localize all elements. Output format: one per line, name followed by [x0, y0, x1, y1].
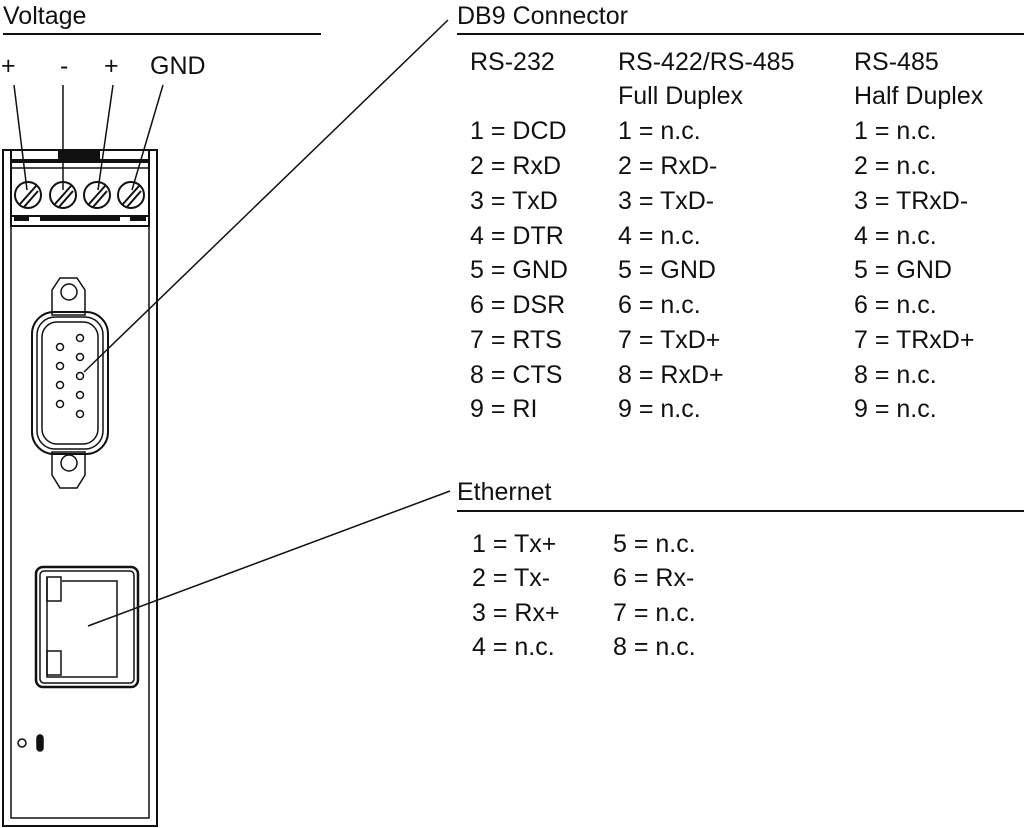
pin-row: 2 = Tx- [472, 564, 551, 592]
terminal-label-gnd: GND [150, 52, 206, 80]
column-header: RS-232 [470, 48, 555, 76]
pin-row: 4 = n.c. [472, 633, 555, 661]
column-subheader: Full Duplex [618, 82, 744, 110]
pin-row: 7 = n.c. [613, 599, 696, 627]
column-header: RS-422/RS-485 [618, 48, 795, 76]
terminal-screw-1 [14, 181, 42, 209]
pin-row: 2 = RxD- [618, 152, 718, 180]
pin-row: 4 = DTR [470, 222, 564, 250]
db9-connector [31, 277, 109, 489]
pin-row: 5 = GND [618, 256, 716, 284]
device-housing [2, 149, 158, 827]
pin-row: 7 = TxD+ [618, 326, 721, 354]
pin-row: 3 = TxD [470, 187, 558, 215]
pin-row: 5 = n.c. [613, 530, 696, 558]
db9-divider [457, 33, 1024, 35]
pin-row: 9 = n.c. [854, 395, 937, 423]
pin-row: 2 = RxD [470, 152, 562, 180]
pin-row: 9 = n.c. [618, 395, 701, 423]
pin-row: 4 = n.c. [854, 222, 937, 250]
terminal-screw-4 [117, 181, 145, 209]
ethernet-port [34, 565, 140, 689]
ethernet-leader-line [87, 490, 451, 627]
pin-row: 6 = n.c. [618, 291, 701, 319]
pin-row: 3 = TRxD- [854, 187, 969, 215]
pin-row: 8 = n.c. [854, 361, 937, 389]
terminal-block [10, 149, 150, 227]
pin-row: 6 = Rx- [613, 564, 695, 592]
pin-row: 4 = n.c. [618, 222, 701, 250]
pin-row: 6 = DSR [470, 291, 566, 319]
column-subheader: Half Duplex [854, 82, 984, 110]
pin-row: 3 = Rx+ [472, 599, 560, 627]
terminal-label-plus-2: + [104, 52, 119, 80]
pin-row: 8 = CTS [470, 361, 563, 389]
terminal-screw-3 [83, 181, 111, 209]
db9-title: DB9 Connector [457, 2, 628, 30]
terminal-label-minus: - [60, 52, 69, 80]
pin-row: 3 = TxD- [618, 187, 715, 215]
pin-row: 5 = GND [470, 256, 568, 284]
pin-row: 1 = n.c. [618, 117, 701, 145]
pin-row: 7 = TRxD+ [854, 326, 975, 354]
pin-row: 2 = n.c. [854, 152, 937, 180]
pin-row: 5 = GND [854, 256, 952, 284]
led-indicator [17, 734, 44, 752]
voltage-leader-lines [13, 84, 164, 191]
ethernet-title: Ethernet [457, 478, 552, 506]
pin-row: 8 = n.c. [613, 633, 696, 661]
pin-row: 1 = n.c. [854, 117, 937, 145]
pin-row: 8 = RxD+ [618, 361, 724, 389]
terminal-label-plus-1: + [1, 52, 16, 80]
pin-row: 9 = RI [470, 395, 538, 423]
pin-row: 1 = Tx+ [472, 530, 557, 558]
pin-row: 6 = n.c. [854, 291, 937, 319]
pin-row: 1 = DCD [470, 117, 567, 145]
pin-row: 7 = RTS [470, 326, 562, 354]
column-header: RS-485 [854, 48, 939, 76]
db9-leader-line [83, 19, 449, 373]
voltage-title: Voltage [3, 2, 87, 30]
ethernet-divider [457, 510, 1024, 512]
voltage-divider [3, 33, 321, 35]
